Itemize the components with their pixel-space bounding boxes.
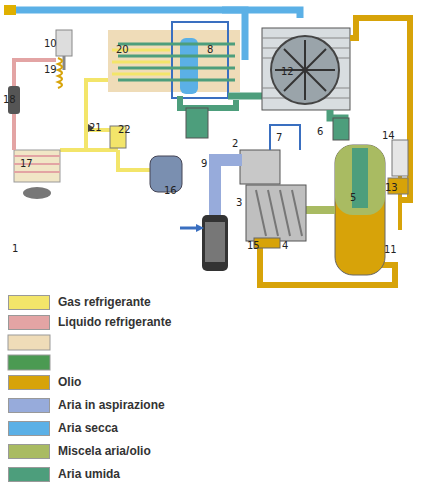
condenser-tubes <box>14 156 60 172</box>
callout-number: 20 <box>116 44 129 55</box>
control-line <box>270 125 300 150</box>
callout-number: 2 <box>232 138 238 149</box>
callout-number: 12 <box>281 66 294 77</box>
legend-text: Olio <box>58 375 81 389</box>
separator-top <box>335 145 385 215</box>
screw-rotor <box>256 190 302 236</box>
coil <box>58 58 62 88</box>
legend-swatch <box>8 375 50 390</box>
intake-pipe <box>215 160 242 215</box>
callout-number: 15 <box>247 240 260 251</box>
cooler <box>262 28 350 110</box>
callout-number: 13 <box>385 182 398 193</box>
callout-number: 5 <box>350 192 356 203</box>
legend-swatch <box>8 295 50 310</box>
refrigerant-liquid-pipe <box>14 60 56 150</box>
callout-number: 7 <box>276 132 282 143</box>
callout-number: 17 <box>20 158 33 169</box>
drain <box>63 56 66 70</box>
dry-air-pipe <box>12 10 300 18</box>
callout-number: 3 <box>236 197 242 208</box>
heat-exchanger-outline <box>172 22 228 98</box>
refrigerant-gas-pipe <box>86 80 150 170</box>
callout-number: 11 <box>384 244 397 255</box>
callout-number: 21 <box>89 122 102 133</box>
humid-air-pipe <box>180 96 236 108</box>
min-pressure-valve <box>333 118 349 140</box>
legend-swatch <box>8 444 50 459</box>
legend-swatch <box>8 355 50 370</box>
screw-compressor <box>246 185 306 241</box>
callout-number: 19 <box>44 64 57 75</box>
callout-number: 10 <box>44 38 57 49</box>
air-filter-element <box>205 222 225 262</box>
legend-swatch <box>8 467 50 482</box>
condenser-fan <box>23 187 51 199</box>
air-filter <box>202 215 228 271</box>
intake-arrow-head <box>196 224 204 232</box>
callout-number: 22 <box>118 124 131 135</box>
intake-arrow <box>180 227 198 230</box>
refrigerant-gas-pipe <box>60 148 86 152</box>
callout-number: 1 <box>12 243 18 254</box>
separator <box>180 38 198 94</box>
dryer-panel <box>108 30 240 92</box>
legend-text: Aria secca <box>58 421 118 435</box>
callout-number: 8 <box>207 44 213 55</box>
callout-number: 4 <box>282 240 288 251</box>
legend-text: Aria in aspirazione <box>58 398 165 412</box>
separator-tank <box>335 145 385 275</box>
oil-filter <box>392 140 408 176</box>
dry-air-pipe <box>222 10 245 60</box>
condensate-drain <box>186 108 208 138</box>
intake-valve <box>240 150 280 184</box>
callout-number: 6 <box>317 126 323 137</box>
fan-blades <box>275 40 335 100</box>
outlet-valve <box>4 5 16 15</box>
callout-number: 9 <box>201 158 207 169</box>
callout-number: 16 <box>164 185 177 196</box>
filter <box>56 30 72 56</box>
callout-number: 14 <box>382 130 395 141</box>
legend-text: Gas refrigerante <box>58 295 151 309</box>
humid-air-pipe <box>228 93 262 100</box>
callout-number: 18 <box>3 94 16 105</box>
legend-swatch <box>8 398 50 413</box>
fan <box>271 36 339 104</box>
legend-swatch <box>8 335 50 350</box>
legend-text: Aria umida <box>58 467 120 481</box>
legend-swatch <box>8 421 50 436</box>
condenser <box>14 150 60 182</box>
legend-swatch <box>8 315 50 330</box>
legend-text: Liquido refrigerante <box>58 315 171 329</box>
legend-text: Miscela aria/olio <box>58 444 151 458</box>
